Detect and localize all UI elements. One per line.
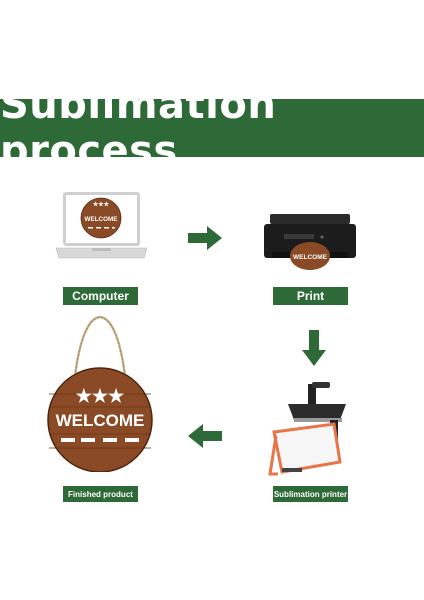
heat-press-icon: [268, 382, 346, 476]
arrow-down-icon: [302, 330, 326, 366]
svg-text:WELCOME: WELCOME: [293, 254, 328, 261]
svg-text:★★★: ★★★: [76, 386, 125, 406]
banner-title: Sublimation process: [0, 82, 277, 174]
step-label-print: Print: [273, 287, 348, 305]
wooden-welcome-sign-icon: ★★★ WELCOME: [47, 315, 153, 472]
printer-icon: WELCOME: [264, 214, 356, 270]
printed-welcome-sign-icon: WELCOME: [290, 242, 330, 270]
title-banner: Sublimation process: [0, 82, 424, 174]
arrow-left-icon: [188, 424, 222, 448]
svg-text:★★★: ★★★: [93, 201, 110, 208]
arrow-right-icon: [188, 226, 222, 250]
step-label-finished-product: Finished product: [63, 486, 138, 502]
svg-text:WELCOME: WELCOME: [56, 411, 145, 430]
step-label-sublimation-printer: Sublimation printer: [273, 486, 348, 502]
svg-text:WELCOME: WELCOME: [85, 216, 118, 223]
step-label-computer: Computer: [63, 287, 138, 305]
screen-welcome-sign-icon: ★★★ WELCOME: [80, 197, 122, 239]
laptop-icon: ★★★ WELCOME: [55, 192, 148, 259]
